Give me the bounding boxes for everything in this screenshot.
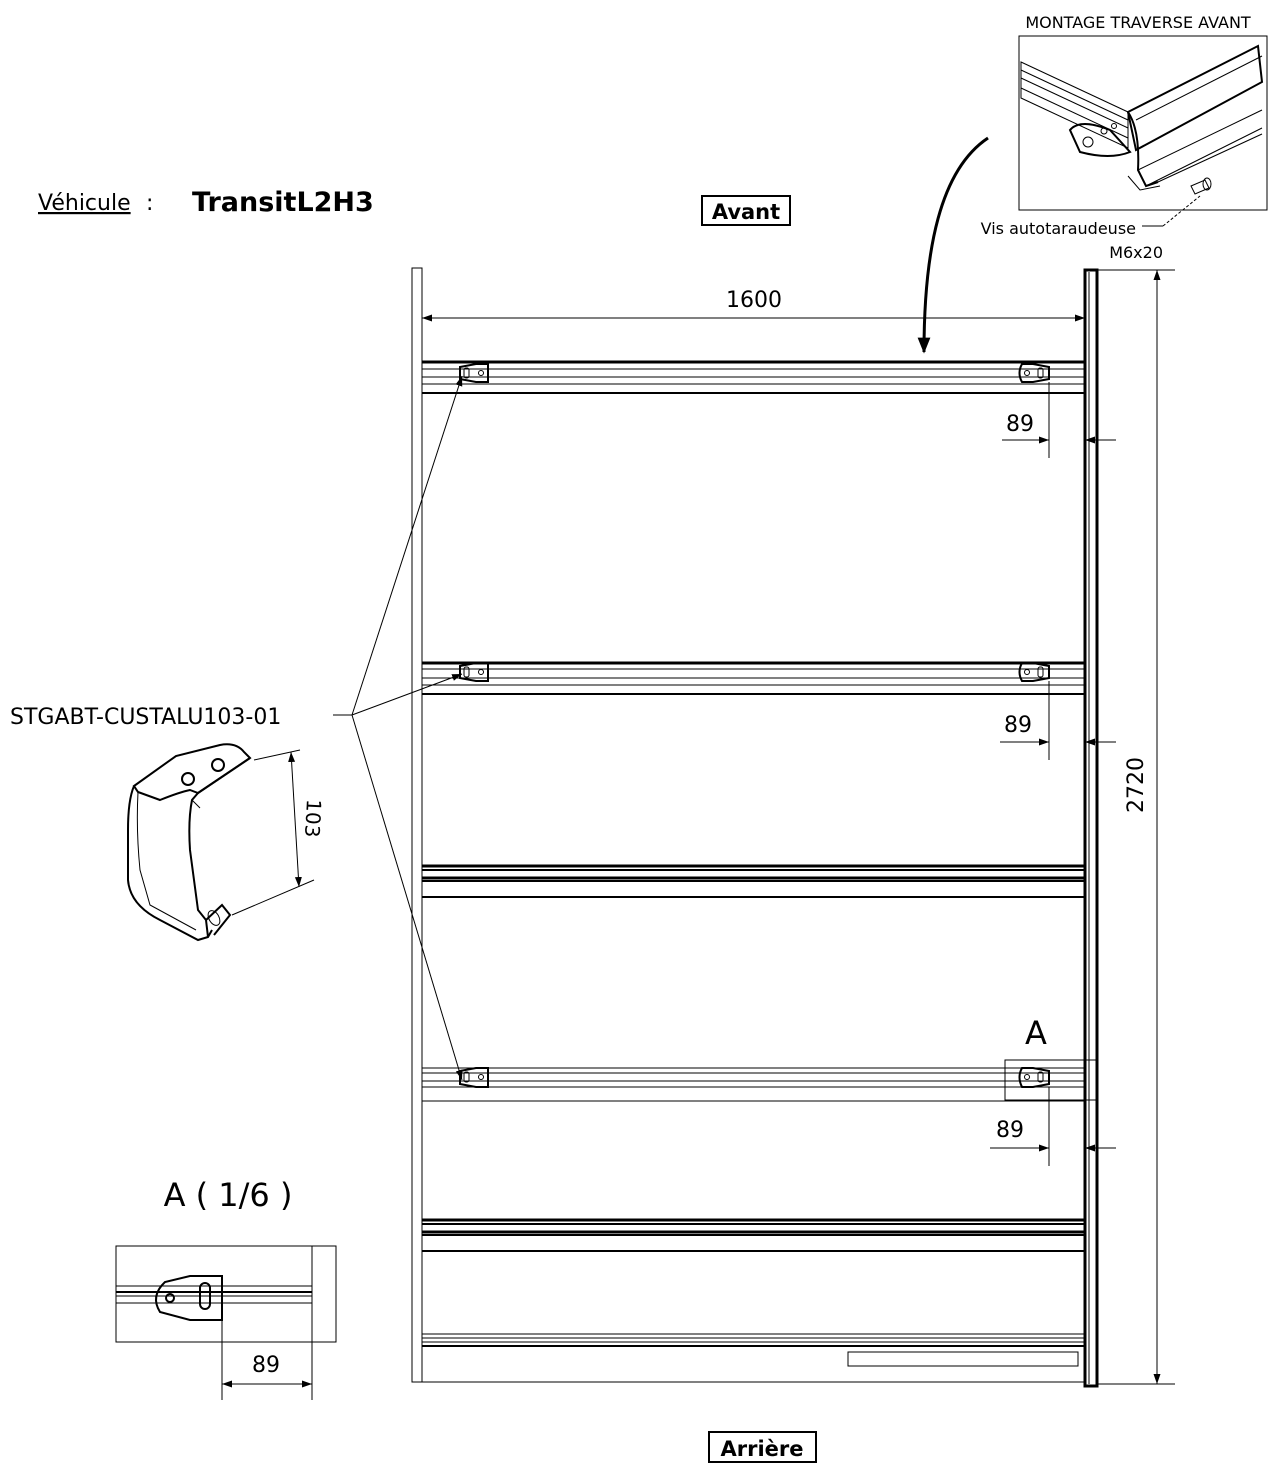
crossbar-rear — [422, 1333, 1085, 1383]
offset-dimension-3-value: 89 — [996, 1118, 1024, 1143]
detail-a-dimension — [221, 1320, 313, 1400]
width-dimension-value: 1600 — [726, 288, 782, 313]
vehicle-name: TransitL2H3 — [192, 187, 374, 218]
part-leaders — [333, 375, 463, 1081]
offset-dimension-2-value: 89 — [1004, 713, 1032, 738]
inset-callout-arrow — [917, 136, 989, 354]
rear-label-box: Arrière — [708, 1431, 817, 1463]
front-label-box: Avant — [701, 195, 791, 226]
offset-dimension-1 — [1002, 382, 1116, 458]
length-dimension-value: 2720 — [1124, 757, 1149, 813]
length-dimension — [1097, 269, 1175, 1385]
offset-dimension-1-value: 89 — [1006, 412, 1034, 437]
detail-a-dimension-value: 89 — [252, 1353, 280, 1378]
offset-dimension-2 — [1000, 681, 1116, 760]
rear-label: Arrière — [720, 1437, 803, 1461]
inset-view — [1018, 35, 1268, 227]
screw-label-line2: M6x20 — [1109, 243, 1163, 262]
bracket-height-value: 103 — [300, 799, 326, 838]
left-rail — [411, 267, 423, 1383]
screw-label-line1: Vis autotaraudeuse — [981, 219, 1136, 238]
bracket-right-3 — [1018, 1067, 1050, 1088]
detail-a-marker-box — [1004, 1059, 1098, 1101]
crossbar-4 — [422, 1067, 1085, 1102]
bracket-right-2 — [1018, 662, 1050, 682]
detail-a-marker: A — [1025, 1014, 1047, 1052]
bracket-left-3 — [459, 1067, 489, 1088]
right-rail — [1083, 268, 1099, 1388]
crossbar-3 — [422, 864, 1085, 898]
crossbar-1 — [422, 360, 1085, 394]
bracket-height-dimension — [231, 749, 315, 916]
crossbar-2 — [422, 661, 1085, 695]
vehicle-separator: : — [146, 191, 153, 216]
bracket-right-1 — [1018, 363, 1050, 383]
inset-title: MONTAGE TRAVERSE AVANT — [1025, 13, 1251, 32]
detail-a-view — [115, 1245, 337, 1343]
part-reference: STGABT-CUSTALU103-01 — [10, 705, 281, 730]
bracket-isometric-view — [127, 743, 252, 942]
front-label: Avant — [712, 200, 780, 224]
vehicle-label: Véhicule — [38, 191, 131, 216]
bracket-left-1 — [459, 363, 489, 383]
crossbar-5 — [422, 1218, 1085, 1252]
detail-a-title: A ( 1/6 ) — [164, 1176, 293, 1214]
offset-dimension-3 — [990, 1087, 1116, 1166]
